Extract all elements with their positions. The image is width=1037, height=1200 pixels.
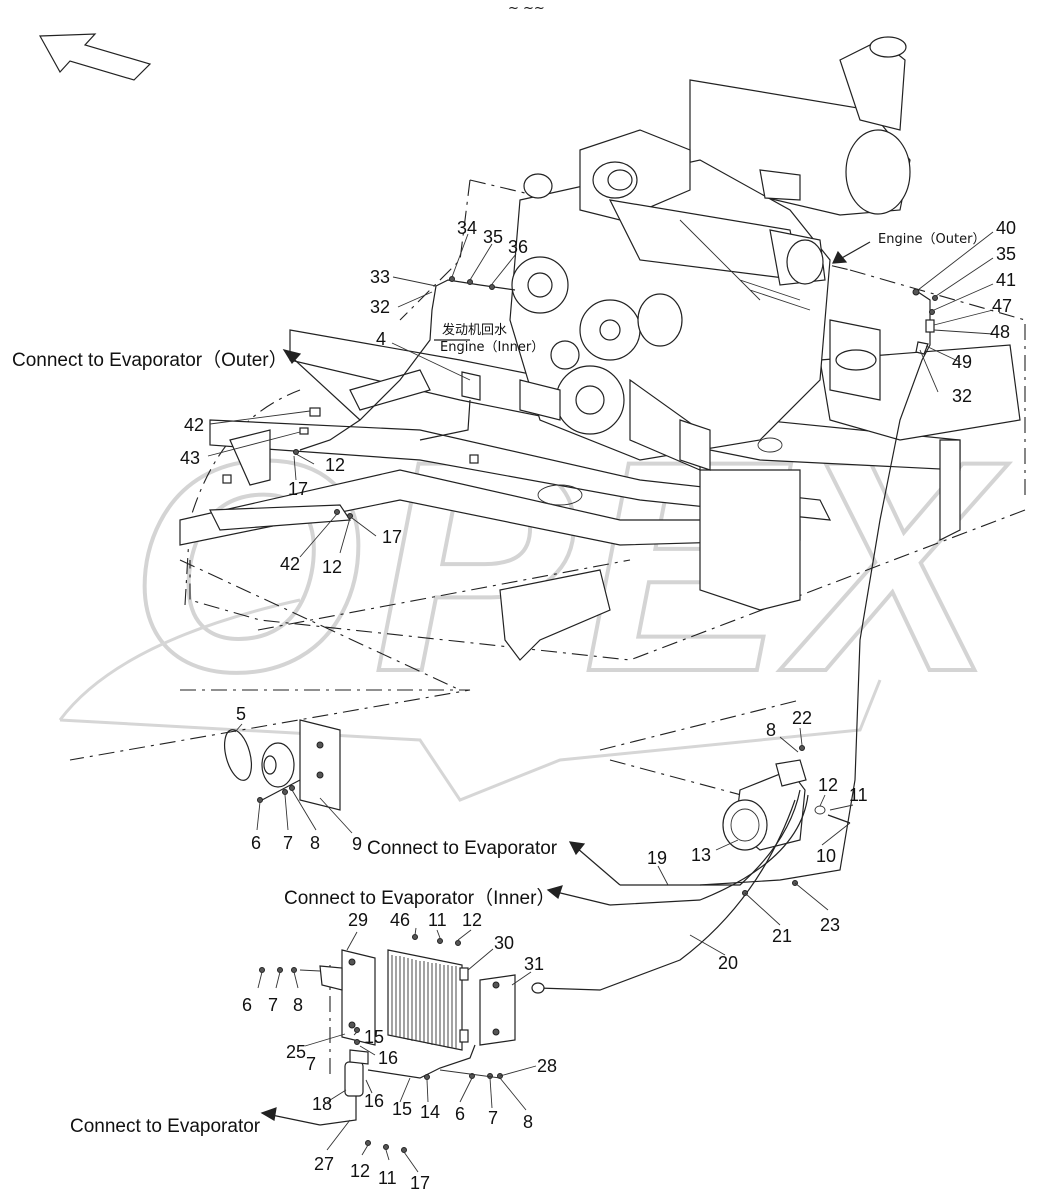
callout-40: 40 [996,218,1016,238]
callout-7d: 7 [488,1108,498,1128]
callout-28: 28 [537,1056,557,1076]
callout-8b: 8 [766,720,776,740]
callout-25: 25 [286,1042,306,1062]
callout-21: 21 [772,926,792,946]
callout-15a: 15 [364,1027,384,1047]
callout-15b: 15 [392,1099,412,1119]
callout-16a: 16 [378,1048,398,1068]
callout-8d: 8 [523,1112,533,1132]
callout-12a: 12 [325,455,345,475]
callout-6a: 6 [251,833,261,853]
callout-12b: 12 [322,557,342,577]
caption-engine-return-cn: 发动机回水 [442,322,507,338]
callout-34: 34 [457,218,477,238]
callout-13: 13 [691,845,711,865]
callout-12e: 12 [350,1161,370,1181]
callout-9: 9 [352,834,362,854]
callout-32a: 32 [370,297,390,317]
callout-16b: 16 [364,1091,384,1111]
callout-23: 23 [820,915,840,935]
callout-4: 4 [376,329,386,349]
caption-evaporator-inner: Connect to Evaporator（Inner） [284,887,555,909]
callout-6c: 6 [455,1104,465,1124]
callout-32b: 32 [952,386,972,406]
callout-6b: 6 [242,995,252,1015]
callout-8c: 8 [293,995,303,1015]
caption-evaporator-bottom: Connect to Evaporator [70,1116,261,1137]
caption-evaporator-outer: Connect to Evaporator（Outer） [12,349,288,371]
callout-27: 27 [314,1154,334,1174]
callout-35a: 35 [483,227,503,247]
caption-evaporator-mid: Connect to Evaporator [367,838,558,859]
callout-41: 41 [996,270,1016,290]
callout-labels: 34 35 36 33 32 4 40 35 41 47 48 49 32 42… [180,218,1016,1193]
callout-49: 49 [952,352,972,372]
callout-47: 47 [992,296,1012,316]
callout-17c: 17 [410,1173,430,1193]
callout-7b: 7 [268,995,278,1015]
callout-17b: 17 [382,527,402,547]
callout-12d: 12 [462,910,482,930]
callout-19: 19 [647,848,667,868]
top-mark: ~ ~~ [508,1,545,16]
callout-30: 30 [494,933,514,953]
compressor [531,745,851,994]
callout-11a: 11 [849,785,868,805]
callout-7a: 7 [283,833,293,853]
callout-48: 48 [990,322,1010,342]
chassis-frame [179,329,1021,661]
callout-29: 29 [348,910,368,930]
receiver-drier [319,1027,503,1153]
callout-42b: 42 [280,554,300,574]
callout-14: 14 [420,1102,440,1122]
callout-31: 31 [524,954,544,974]
pulley-group [223,719,341,811]
caption-engine-outer: Engine（Outer） [878,232,985,247]
callout-11c: 11 [378,1168,397,1188]
captions: Connect to Evaporator（Outer） Engine（Oute… [12,232,985,1137]
callout-43: 43 [180,448,200,468]
callout-7c: 7 [306,1054,316,1074]
callout-35b: 35 [996,244,1016,264]
callout-22: 22 [792,708,812,728]
callout-10: 10 [816,846,836,866]
caption-arrows [260,241,871,1126]
callout-11b: 11 [428,910,447,930]
callout-33: 33 [370,267,390,287]
callout-17a: 17 [288,479,308,499]
callout-12c: 12 [818,775,838,795]
engine [509,129,881,471]
callout-20: 20 [718,953,738,973]
callout-46: 46 [390,910,410,930]
callout-42a: 42 [184,415,204,435]
callout-36: 36 [508,237,528,257]
direction-arrow-icon [39,33,152,81]
callout-8a: 8 [310,833,320,853]
leader-lines [207,231,994,1173]
condenser [259,934,516,1051]
bracket-left [209,407,479,531]
caption-engine-inner: Engine（Inner） [440,340,544,355]
callout-18: 18 [312,1094,332,1114]
callout-5: 5 [236,704,246,724]
